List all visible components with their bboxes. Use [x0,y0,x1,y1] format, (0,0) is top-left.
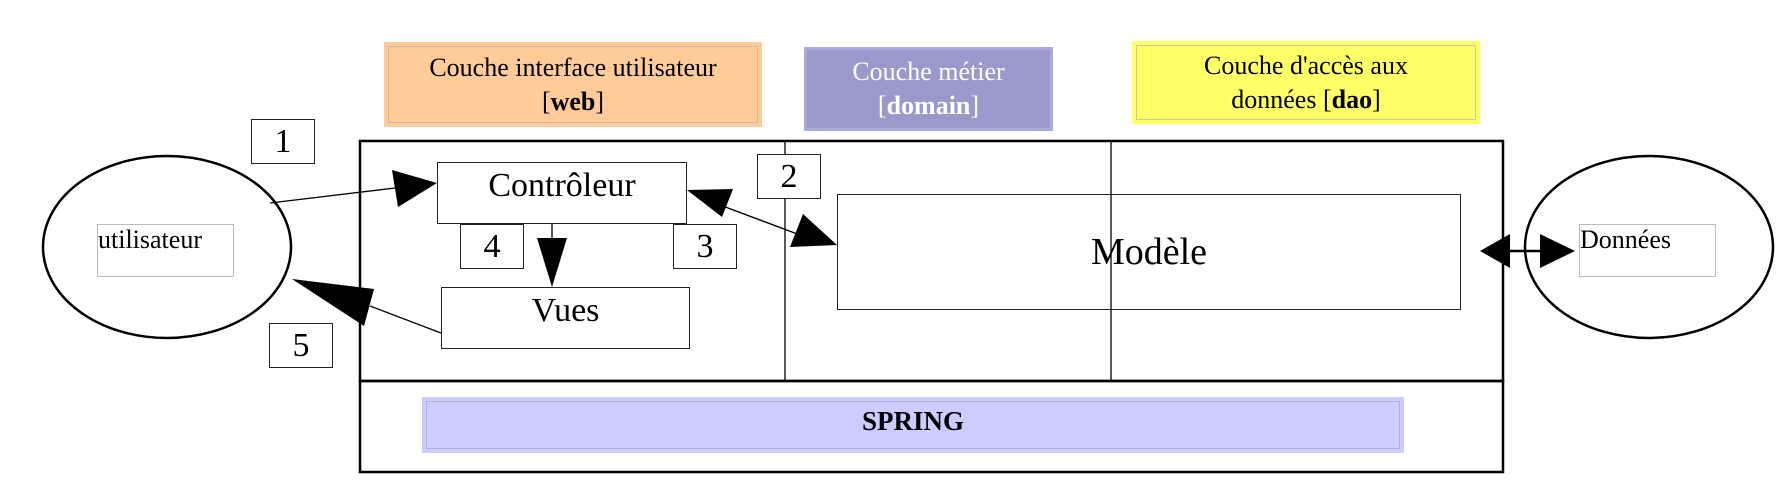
arrow-model-data [1480,234,1575,268]
layer-domain-title: Couche métier [852,57,1005,86]
spring-label: SPRING [861,406,964,436]
views-box: Vues [441,287,690,349]
bracket-close: ] [595,86,605,116]
layer-dao-title: Couche d'accès aux données [dao] [1191,49,1421,117]
arrow-user-to-controller [269,170,437,207]
layer-web-title: Couche interface utilisateur [429,52,717,82]
arrow-controller-model [687,189,837,247]
data-label: Données [1580,225,1671,254]
model-label: Modèle [1090,231,1208,273]
user-label-box: utilisateur [97,224,234,277]
spring-framework-bar: SPRING [422,397,1404,453]
views-label: Vues [531,292,600,329]
model-box: Modèle [837,194,1461,310]
layer-web-tag: web [550,86,596,116]
layer-header-dao: Couche d'accès aux données [dao] [1132,41,1480,124]
controller-box: Contrôleur [437,162,687,224]
arrow-controller-to-views [537,224,567,287]
user-label: utilisateur [98,225,202,254]
bracket-open: [ [877,91,887,120]
spring-container [358,379,1505,474]
layer-header-domain: Couche métier [domain] [804,47,1053,131]
step-1-badge: 1 [251,119,315,164]
step-5-badge: 5 [269,323,333,368]
layer-domain-tag-line: [domain] [878,89,979,123]
layer-header-web: Couche interface utilisateur [web] [384,42,762,127]
layer-domain-tag: domain [886,91,971,120]
data-label-box: Données [1579,224,1716,277]
bracket-close: ] [1372,84,1381,114]
step-3-badge: 3 [673,224,737,269]
step-2-badge: 2 [757,154,821,199]
bracket-open: [ [541,86,551,116]
arrow-views-to-user [292,279,442,334]
step-4-badge: 4 [460,224,524,269]
controller-label: Contrôleur [488,167,636,204]
bracket-close: ] [970,91,980,120]
layer-web-tag-line: [web] [542,85,604,119]
layer-dao-tag: dao [1331,84,1373,114]
layer-dao-title-text: Couche d'accès aux données [ [1204,50,1408,114]
